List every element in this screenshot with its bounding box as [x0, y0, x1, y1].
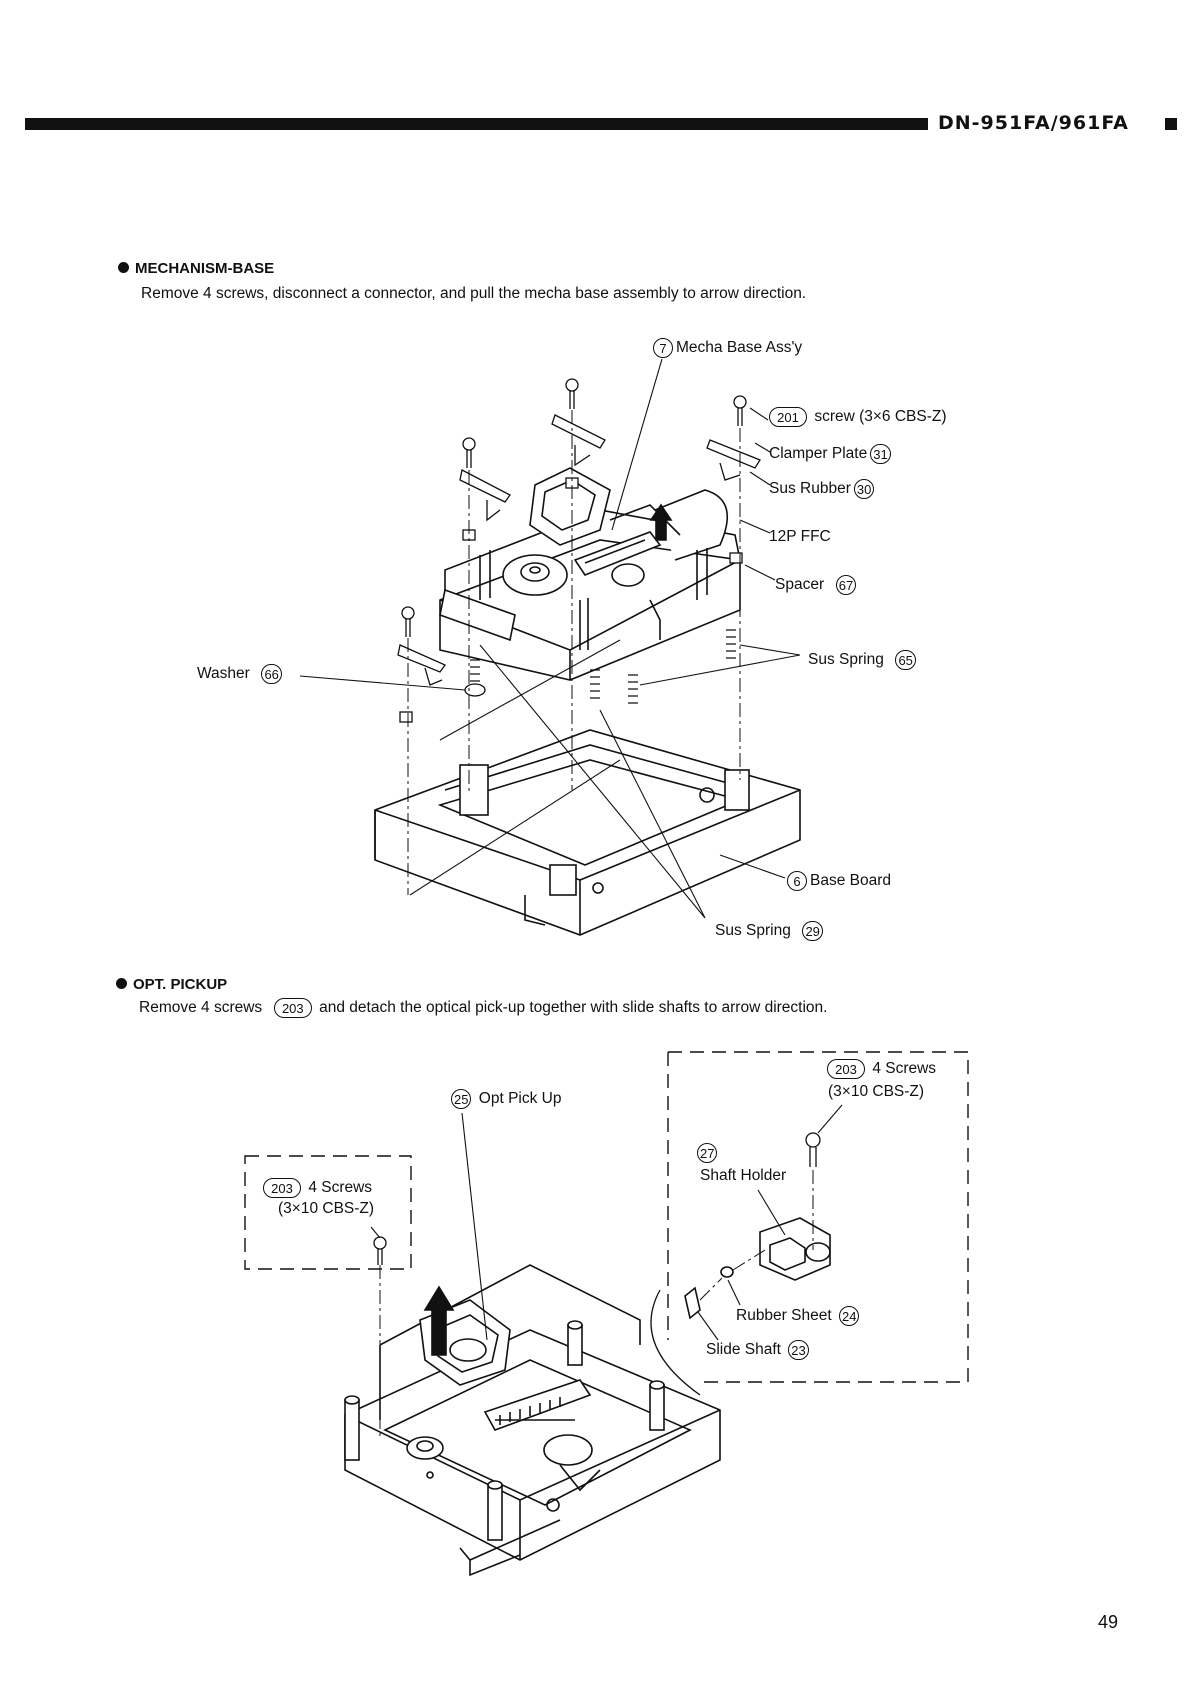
section-heading-mechanism: MECHANISM-BASE: [118, 260, 274, 277]
section-heading-pickup: OPT. PICKUP: [116, 976, 227, 993]
instruction-mechanism: Remove 4 screws, disconnect a connector,…: [141, 285, 807, 302]
callout-arc: [650, 1289, 701, 1396]
alignment-lines: [407, 410, 741, 895]
label-screw-201: 201 screw (3×6 CBS-Z): [766, 407, 947, 427]
sus-springs-drawing: [464, 629, 736, 704]
model-title: DN-951FA/961FA: [938, 112, 1129, 134]
label-sus-spring-29: Sus Spring 29: [715, 921, 826, 941]
screws-and-plates: [397, 378, 761, 723]
label-left-screws: 203 4 Screws: [260, 1178, 372, 1198]
pickup-screws: [373, 1132, 821, 1265]
shaft-holder-drawing: [684, 1217, 831, 1320]
label-washer: Washer 66: [197, 664, 285, 684]
pickup-leader-lines: [370, 1104, 843, 1341]
label-12p-ffc: 12P FFC: [769, 528, 831, 545]
bullet-icon: [116, 978, 127, 989]
label-rubber-sheet: Rubber Sheet 24: [736, 1306, 862, 1326]
dashed-callout-boxes: [244, 1051, 969, 1383]
label-right-screws: 203 4 Screws: [824, 1059, 936, 1079]
label-sus-spring-65: Sus Spring 65: [808, 650, 919, 670]
label-shaft-holder: Shaft Holder: [700, 1167, 787, 1184]
base-board-drawing: [374, 729, 801, 936]
label-shaft-holder-num: 27: [697, 1143, 720, 1163]
mecha-base-drawing: [439, 467, 741, 681]
leader-lines: [299, 358, 801, 919]
label-opt-pick-up: 25 Opt Pick Up: [448, 1089, 561, 1109]
pickup-alignment-lines: [379, 1170, 814, 1440]
page-number: 49: [1098, 1612, 1119, 1632]
label-left-screws-spec: (3×10 CBS-Z): [278, 1200, 375, 1217]
label-spacer: Spacer 67: [775, 575, 859, 595]
header-rule: [25, 118, 928, 130]
header-square: [1165, 118, 1177, 130]
label-right-screws-spec: (3×10 CBS-Z): [828, 1083, 925, 1100]
label-slide-shaft: Slide Shaft 23: [706, 1340, 812, 1360]
instruction-pickup: Remove 4 screws 203 and detach the optic…: [139, 998, 828, 1018]
bullet-icon: [118, 262, 129, 273]
detach-arrow-icon: [423, 1285, 455, 1356]
pull-arrow-icon: [649, 503, 673, 541]
pickup-mechanism-drawing: [344, 1264, 721, 1577]
